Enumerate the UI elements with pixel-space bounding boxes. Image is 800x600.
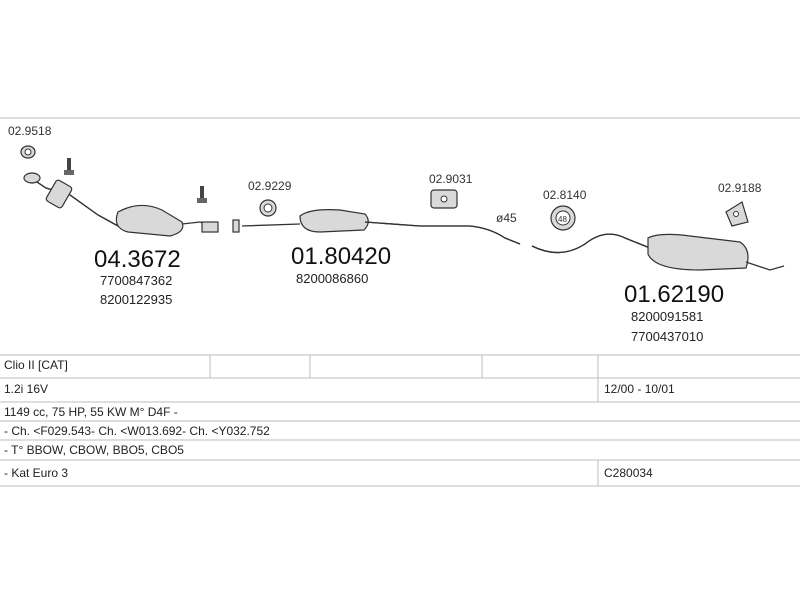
catalyst-oem-1: 7700847362 <box>100 273 172 288</box>
pipe-diameter-label: ø45 <box>496 211 517 225</box>
gasket-icon[interactable] <box>232 199 277 233</box>
rubber-mount-icon[interactable] <box>430 189 458 209</box>
rear-silencer-code: 01.62190 <box>624 281 724 308</box>
ring-clamp-icon[interactable]: 48 <box>550 205 576 231</box>
catalyst-code: 04.3672 <box>94 246 181 273</box>
kit-code: C280034 <box>604 466 653 480</box>
part-label-hanger: 02.9188 <box>718 181 762 195</box>
middle-silencer-oem-1: 8200086860 <box>296 271 368 286</box>
bolt-icon <box>64 158 207 203</box>
rear-silencer[interactable] <box>531 233 785 271</box>
hanger-bracket-icon[interactable] <box>725 201 749 227</box>
emission-standard: - Kat Euro 3 <box>4 466 69 480</box>
catalyst-assembly[interactable] <box>23 172 219 237</box>
part-label-mount: 02.9031 <box>429 172 473 186</box>
chassis-numbers: - Ch. <F029.543- Ch. <W013.692- Ch. <Y03… <box>4 424 270 438</box>
middle-silencer-code: 01.80420 <box>291 243 391 270</box>
vehicle-table-grid <box>0 354 800 487</box>
type-codes: - T° BBOW, CBOW, BBO5, CBO5 <box>4 443 184 457</box>
engine-spec: 1149 cc, 75 HP, 55 KW M° D4F - <box>4 405 178 419</box>
clamp-icon[interactable] <box>20 145 36 159</box>
middle-silencer[interactable] <box>241 209 521 245</box>
rear-silencer-oem-2: 7700437010 <box>631 329 703 344</box>
part-label-clamp-2: 02.9229 <box>248 179 292 193</box>
part-label-clamp-1: 02.9518 <box>8 124 52 138</box>
part-label-ring: 02.8140 <box>543 188 587 202</box>
catalyst-oem-2: 8200122935 <box>100 292 172 307</box>
ring-size-label: 48 <box>558 215 567 224</box>
engine-label: 1.2i 16V <box>4 382 49 396</box>
rear-silencer-oem-1: 8200091581 <box>631 309 703 324</box>
vehicle-model: Clio II [CAT] <box>4 358 68 372</box>
production-dates: 12/00 - 10/01 <box>604 382 675 396</box>
